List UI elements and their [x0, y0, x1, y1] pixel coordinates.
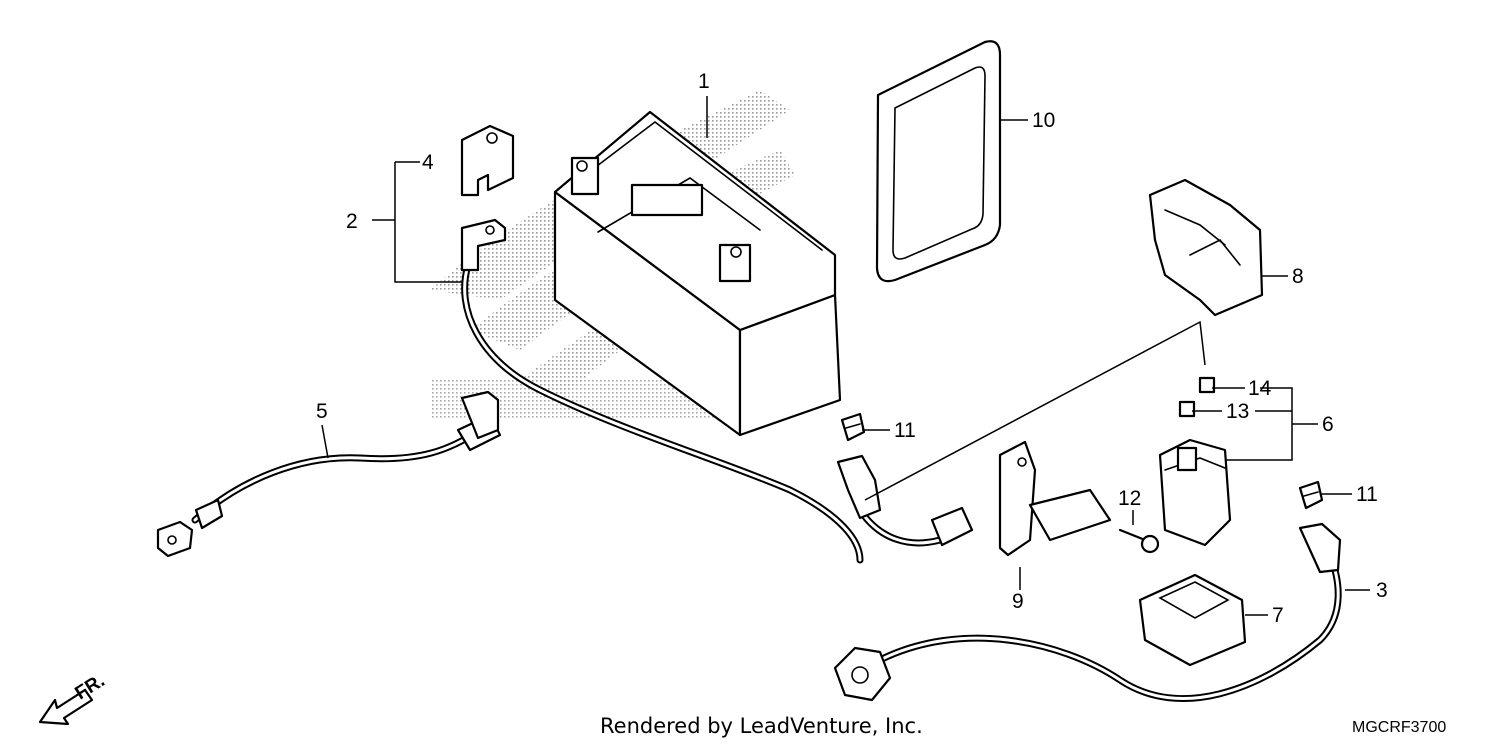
- fuse-30a: [1198, 376, 1216, 394]
- callout-8: 8: [1292, 265, 1304, 288]
- callout-9: 9: [1012, 590, 1024, 613]
- fuse-10a: [1178, 400, 1196, 418]
- bolt-upper: [840, 412, 866, 442]
- callout-11-upper: 11: [894, 419, 916, 442]
- callout-12: 12: [1118, 487, 1141, 510]
- front-direction-arrow-icon: [38, 688, 94, 726]
- callout-7: 7: [1272, 604, 1284, 627]
- starter-motor-cable: [833, 522, 1342, 703]
- relay-rubber-cover: [1138, 573, 1247, 667]
- relay-stay-bracket: [998, 440, 1112, 557]
- callout-3: 3: [1376, 579, 1388, 602]
- relay-leader-lines: [864, 320, 1206, 501]
- starter-relay-switch: [1158, 438, 1232, 547]
- callout-13: 13: [1226, 400, 1249, 423]
- callout-11-lower: 11: [1356, 483, 1378, 506]
- callout-5: 5: [316, 400, 328, 423]
- footer-credit: Rendered by LeadVenture, Inc.: [600, 714, 923, 738]
- callout-2: 2: [346, 210, 358, 233]
- starter-relay-cover: [1148, 178, 1264, 317]
- callout-4: 4: [422, 151, 434, 174]
- callout-6: 6: [1322, 413, 1334, 436]
- callout-14: 14: [1248, 377, 1272, 400]
- diagram-code: MGCRF3700: [1352, 719, 1446, 736]
- terminal-cover: [460, 124, 515, 197]
- bolt-lower: [1298, 480, 1324, 510]
- callout-leader-lines: [321, 96, 1370, 616]
- ground-cable: [156, 390, 502, 558]
- screw: [1118, 528, 1160, 554]
- battery-rubber-mat: [875, 40, 1002, 283]
- callout-10: 10: [1032, 109, 1055, 132]
- callout-1: 1: [698, 70, 710, 93]
- relay-lead-connector: [836, 454, 974, 547]
- battery-positive-cable: [460, 218, 864, 564]
- battery: [553, 110, 842, 437]
